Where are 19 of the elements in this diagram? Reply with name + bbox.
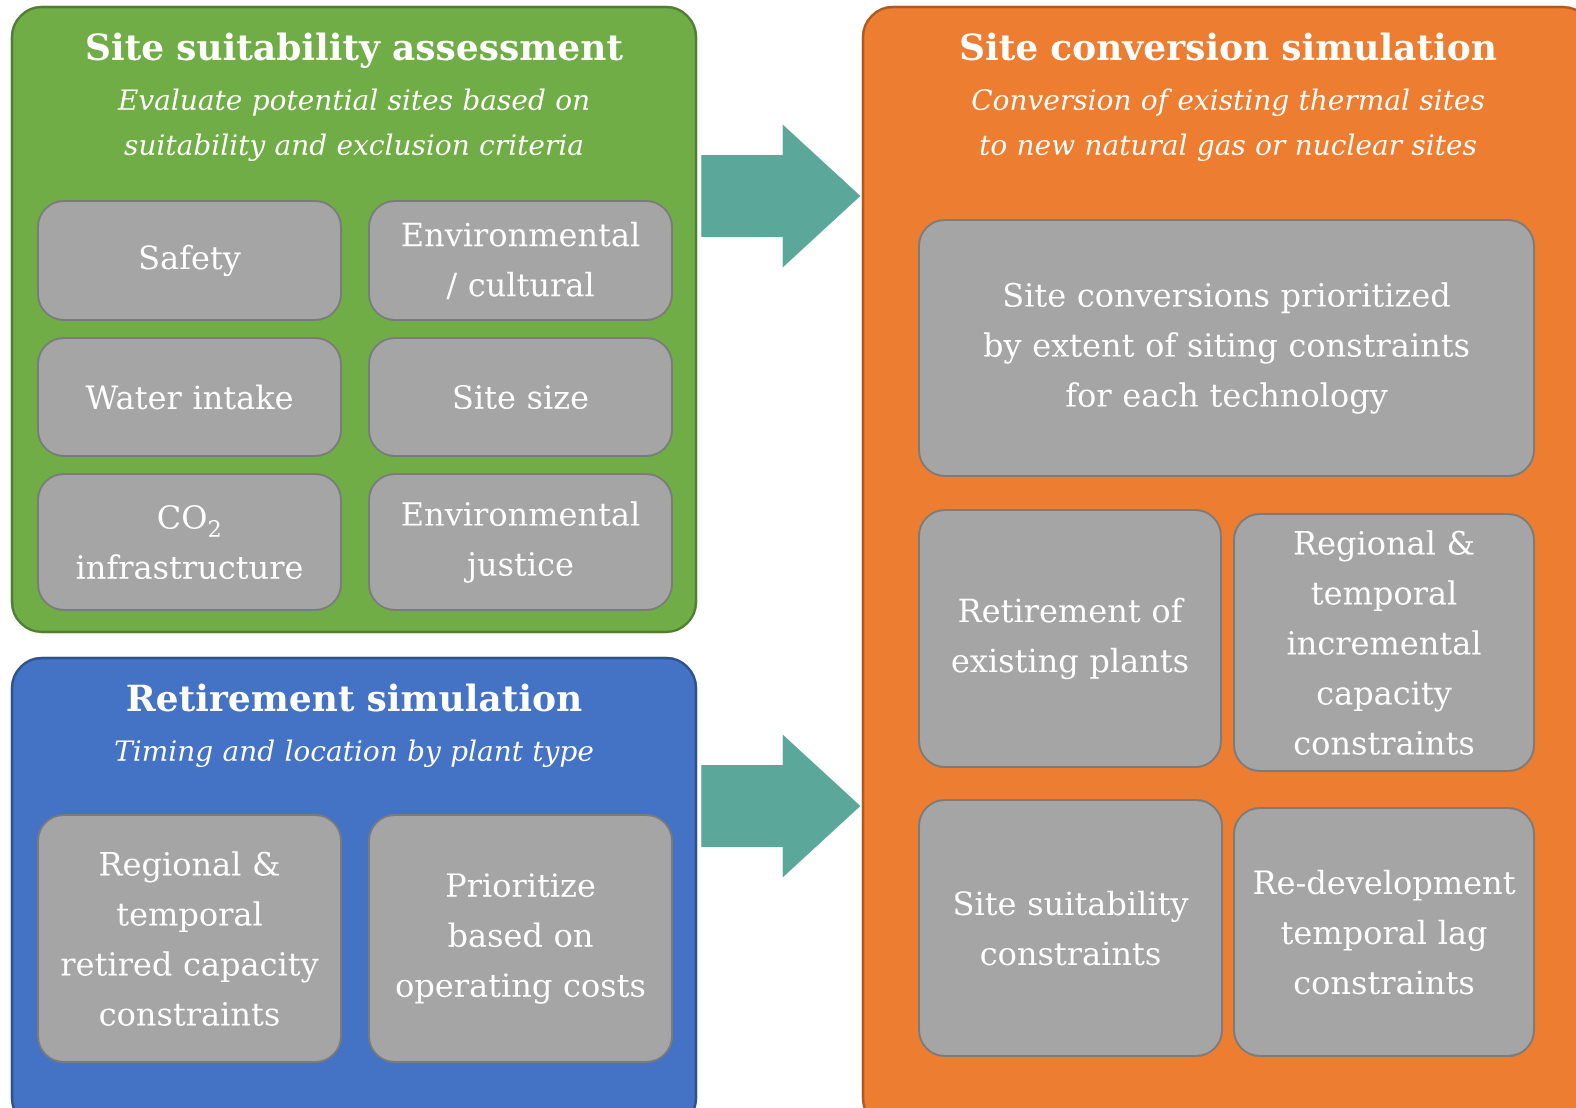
panel-title: Site conversion simulation xyxy=(961,32,1497,61)
criterion-box: Regional & temporal incremental capacity constraints xyxy=(1233,513,1535,772)
criterion-box: Environmental justice xyxy=(368,473,673,611)
criterion-box: Water intake xyxy=(37,337,342,457)
panel-subtitle: Timing and location by plant type xyxy=(115,739,593,768)
criterion-box: Retirement of existing plants xyxy=(918,509,1222,768)
criterion-box: Safety xyxy=(37,200,342,321)
criterion-box: Site suitability constraints xyxy=(918,799,1223,1057)
panel-subtitle: Conversion of existing thermal sites to new natural gas or nuclear sites xyxy=(972,88,1484,162)
criterion-box: Re-development temporal lag constraints xyxy=(1233,807,1535,1057)
criterion-box: Regional & temporal retired capacity constraints xyxy=(37,814,342,1063)
criterion-box: Environmental / cultural xyxy=(368,200,673,321)
panel-title: Retirement simulation xyxy=(127,683,582,712)
criterion-box: Site conversions prioritized by extent of siting constraints for each technology xyxy=(918,219,1535,477)
criterion-box: Site size xyxy=(368,337,673,457)
criterion-box: Prioritize based on operating costs xyxy=(368,814,673,1063)
panel-title: Site suitability assessment xyxy=(87,32,623,68)
criterion-box: CO$_{2}$ infrastructure xyxy=(37,473,342,611)
panel-subtitle: Evaluate potential sites based on suitability and exclusion criteria xyxy=(117,88,589,162)
